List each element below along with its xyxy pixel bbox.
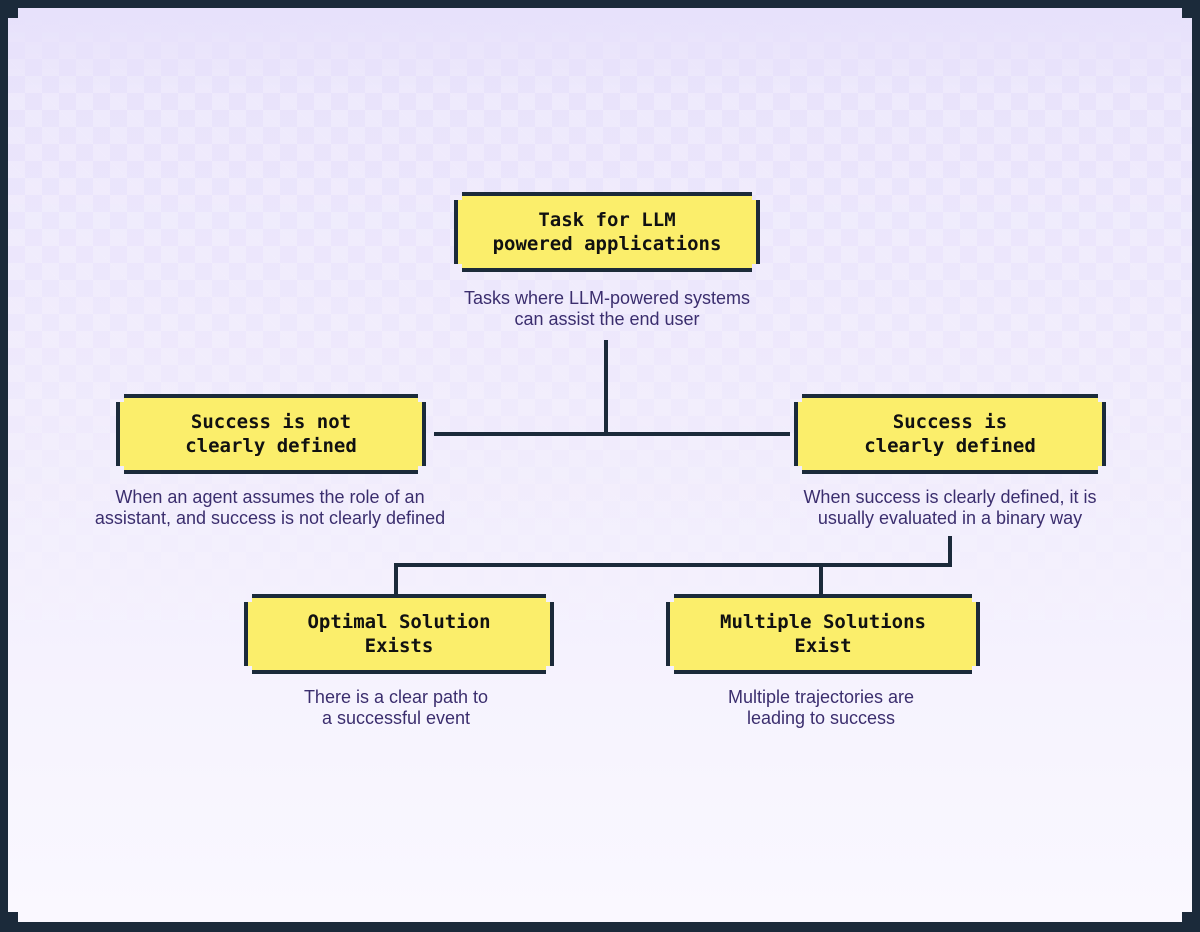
node-multiple-solutions: Multiple Solutions Exist [666,594,980,674]
node-success-not-defined-label: Success is not clearly defined [185,411,357,457]
caption-success-defined: When success is clearly defined, it is u… [803,487,1097,528]
caption-multiple-solutions: Multiple trajectories are leading to suc… [727,687,915,728]
node-multiple-solutions-label: Multiple Solutions Exist [720,611,926,657]
caption-task-for-llm: Tasks where LLM-powered systems can assi… [463,288,751,329]
caption-optimal-solution: There is a clear path to a successful ev… [303,687,489,728]
connector-defined-to-optimal [394,536,952,598]
node-optimal-solution: Optimal Solution Exists [244,594,554,674]
node-success-defined: Success is clearly defined [794,394,1106,474]
node-success-defined-label: Success is clearly defined [864,411,1036,457]
node-task-for-llm-label: Task for LLM powered applications [492,209,722,255]
caption-success-not-defined: When an agent assumes the role of an ass… [94,487,446,528]
node-task-for-llm: Task for LLM powered applications [454,192,760,272]
node-optimal-solution-label: Optimal Solution Exists [307,611,491,657]
node-success-not-defined: Success is not clearly defined [116,394,426,474]
